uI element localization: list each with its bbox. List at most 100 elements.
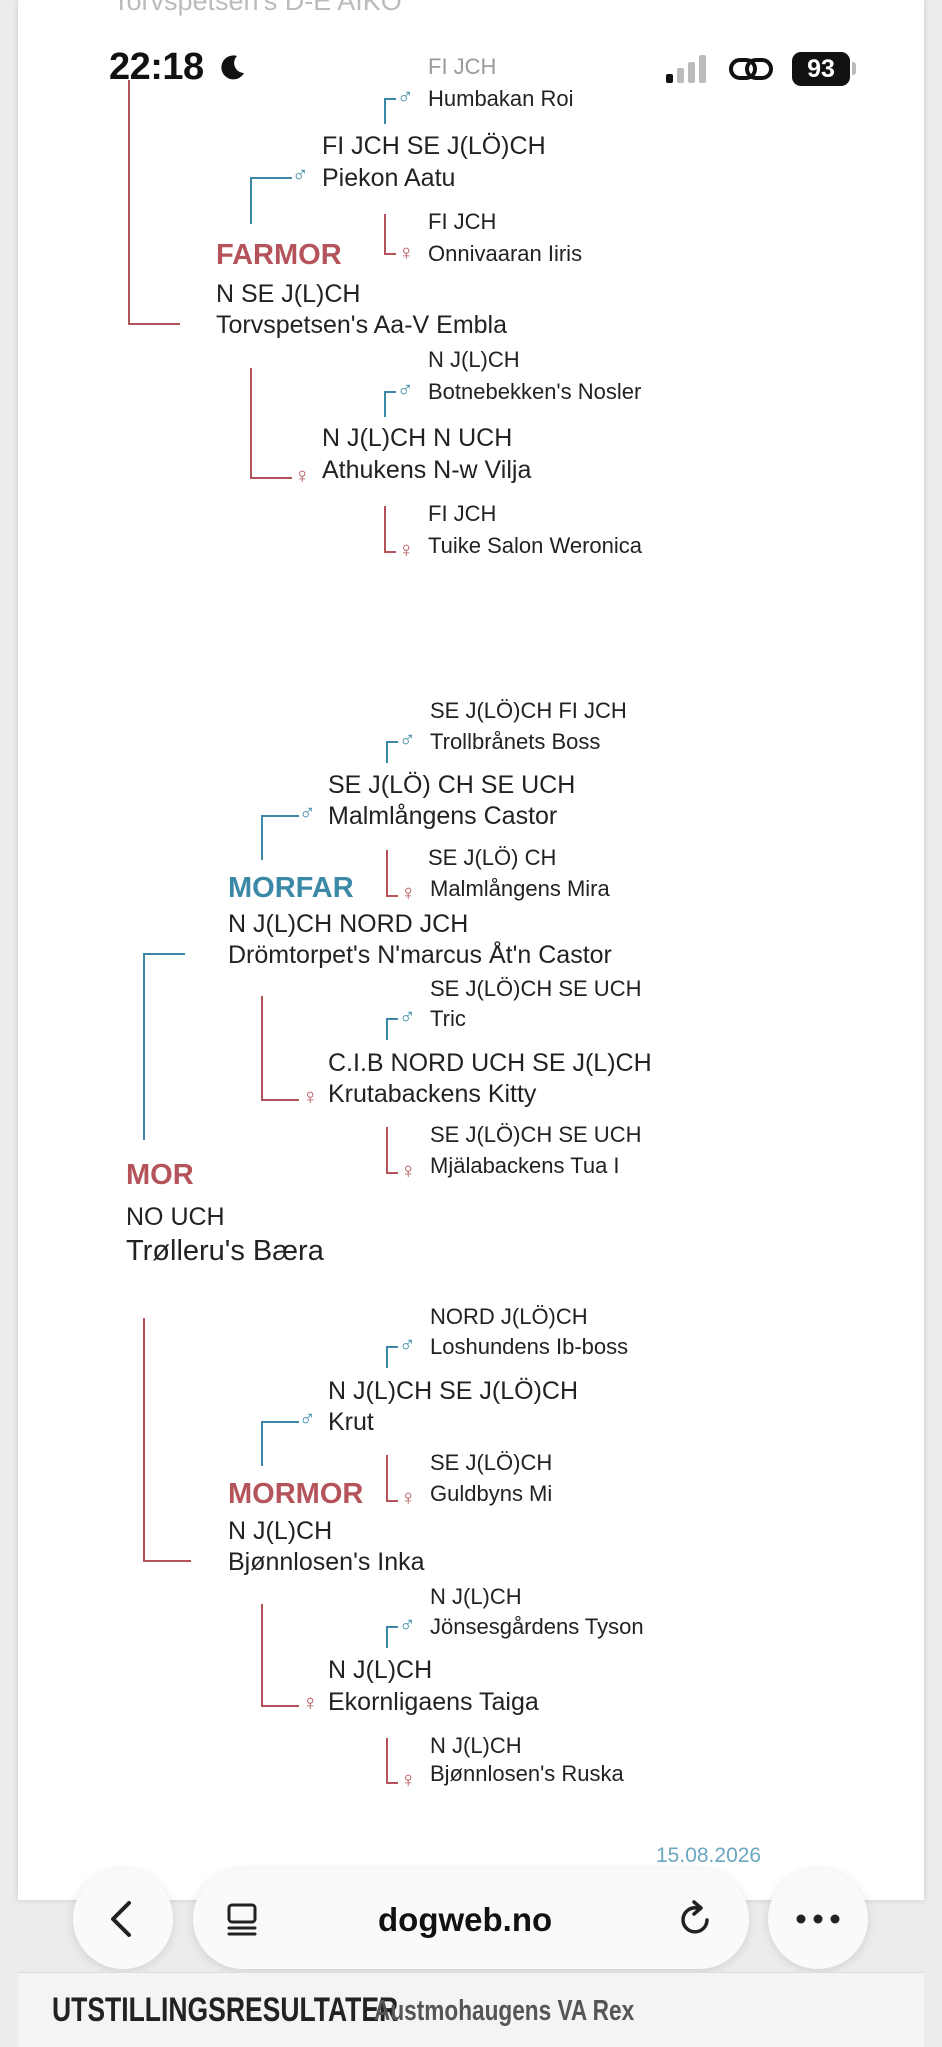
- footer-date: 15.08.2026: [656, 1844, 762, 1867]
- farmor-sire-name: Piekon Aatu: [322, 164, 456, 192]
- url-text[interactable]: dogweb.no: [378, 1901, 553, 1938]
- morfar-dam-name: Krutabackens Kitty: [328, 1080, 537, 1108]
- farmor-sire-title: FI JCH SE J(LÖ)CH: [322, 132, 546, 160]
- more-button[interactable]: [768, 1869, 868, 1969]
- female-icon: ♀: [400, 1767, 417, 1792]
- mormor-sire-sire-name: Loshundens Ib-boss: [430, 1334, 629, 1359]
- connector: [250, 177, 292, 179]
- connector: [261, 1604, 263, 1707]
- farmor-sire-sire-title: FI JCH: [428, 54, 497, 79]
- connector: [386, 1738, 388, 1784]
- mormor-dam-dam-title: N J(L)CH: [430, 1733, 522, 1758]
- battery-indicator: 93: [792, 52, 850, 86]
- mor-name: Trølleru's Bæra: [126, 1235, 324, 1267]
- connector: [386, 1626, 388, 1648]
- female-icon: ♀: [398, 240, 415, 265]
- connector: [128, 80, 130, 325]
- male-icon: ♂: [399, 1004, 416, 1029]
- connector: [384, 506, 386, 553]
- farmor-dam-sire-name: Botnebekken's Nosler: [428, 379, 642, 404]
- connector: [128, 323, 180, 325]
- connector: [386, 741, 388, 763]
- farmor-dam-dam-title: FI JCH: [428, 501, 497, 526]
- status-time: 22:18: [109, 46, 204, 88]
- link-icon: [729, 58, 773, 80]
- connector: [384, 391, 386, 417]
- connector: [386, 1127, 388, 1174]
- morfar-dam-dam-title: SE J(LÖ)CH SE UCH: [430, 1122, 642, 1147]
- farmor-name: Torvspetsen's Aa-V Embla: [216, 311, 508, 339]
- connector: [384, 214, 386, 255]
- reload-icon[interactable]: [677, 1900, 715, 1938]
- male-icon: ♂: [397, 84, 414, 109]
- farmor-label: FARMOR: [216, 239, 342, 271]
- male-icon: ♂: [399, 1612, 416, 1637]
- mormor-sire-dam-name: Guldbyns Mi: [430, 1481, 553, 1506]
- connector: [386, 1018, 398, 1020]
- connector: [261, 815, 299, 817]
- connector: [250, 177, 252, 224]
- browser-toolbar: dogweb.no: [0, 1855, 942, 1985]
- connector: [386, 1172, 398, 1174]
- male-icon: ♂: [399, 727, 416, 752]
- mormor-dam-name: Ekornligaens Taiga: [328, 1688, 539, 1716]
- morfar-name: Drömtorpet's N'marcus Åt'n Castor: [228, 941, 612, 969]
- morfar-dam-title: C.I.B NORD UCH SE J(L)CH: [328, 1049, 652, 1077]
- farmor-dam-name: Athukens N-w Vilja: [322, 456, 532, 484]
- mor-label: MOR: [126, 1159, 194, 1191]
- farmor-dam-title: N J(L)CH N UCH: [322, 424, 513, 452]
- reader-icon[interactable]: [225, 1901, 261, 1937]
- mormor-title: N J(L)CH: [228, 1517, 333, 1545]
- mormor-sire-name: Krut: [328, 1408, 374, 1436]
- connector: [386, 1626, 398, 1628]
- connector: [386, 1782, 398, 1784]
- mormor-dam-title: N J(L)CH: [328, 1656, 433, 1684]
- connector: [386, 1018, 388, 1040]
- female-icon: ♀: [302, 1690, 319, 1715]
- male-icon: ♂: [399, 1332, 416, 1357]
- connector: [384, 391, 396, 393]
- connector: [261, 815, 263, 860]
- moon-icon: [221, 55, 244, 80]
- male-icon: ♂: [299, 1406, 316, 1431]
- pedigree-page: [18, 0, 924, 1900]
- female-icon: ♀: [398, 537, 415, 562]
- results-banner[interactable]: UTSTILLINGSRESULTATER Austmohaugens VA R…: [18, 1972, 924, 2047]
- connector: [250, 368, 252, 479]
- connector: [386, 850, 388, 897]
- connector: [143, 1560, 191, 1562]
- mormor-dam-sire-name: Jönsesgårdens Tyson: [430, 1614, 644, 1639]
- more-icon: [796, 1914, 840, 1924]
- connector: [386, 1500, 398, 1502]
- morfar-sire-name: Malmlångens Castor: [328, 802, 558, 830]
- mor-title: NO UCH: [126, 1203, 225, 1231]
- address-bar[interactable]: dogweb.no: [193, 1869, 749, 1969]
- connector: [250, 477, 292, 479]
- battery-cap: [852, 62, 856, 75]
- morfar-sire-sire-name: Trollbrånets Boss: [430, 729, 601, 754]
- farmor-dam-dam-name: Tuike Salon Weronica: [428, 533, 642, 558]
- morfar-label: MORFAR: [228, 872, 354, 904]
- connector: [143, 953, 145, 1140]
- male-icon: ♂: [299, 800, 316, 825]
- connector: [143, 1318, 145, 1562]
- farmor-title: N SE J(L)CH: [216, 280, 361, 308]
- top-cut-text: Torvspetsen's D-E AIKO: [113, 0, 402, 16]
- mormor-dam-dam-name: Bjønnlosen's Ruska: [430, 1761, 624, 1786]
- farmor-sire-dam-name: Onnivaaran Iiris: [428, 241, 583, 266]
- back-icon: [111, 1901, 131, 1937]
- female-icon: ♀: [302, 1084, 319, 1109]
- back-button[interactable]: [73, 1869, 173, 1969]
- mormor-dam-sire-title: N J(L)CH: [430, 1584, 522, 1609]
- connector: [386, 1455, 388, 1502]
- morfar-sire-sire-title: SE J(LÖ)CH FI JCH: [430, 698, 627, 723]
- morfar-sire-dam-name: Malmlångens Mira: [430, 876, 610, 901]
- connector: [261, 996, 263, 1101]
- connector: [384, 253, 396, 255]
- mormor-sire-title: N J(L)CH SE J(LÖ)CH: [328, 1377, 579, 1405]
- connector: [386, 1346, 398, 1348]
- connector: [384, 98, 396, 100]
- morfar-sire-dam-title: SE J(LÖ) CH: [428, 845, 557, 870]
- mormor-name: Bjønnlosen's Inka: [228, 1548, 425, 1576]
- connector: [261, 1705, 299, 1707]
